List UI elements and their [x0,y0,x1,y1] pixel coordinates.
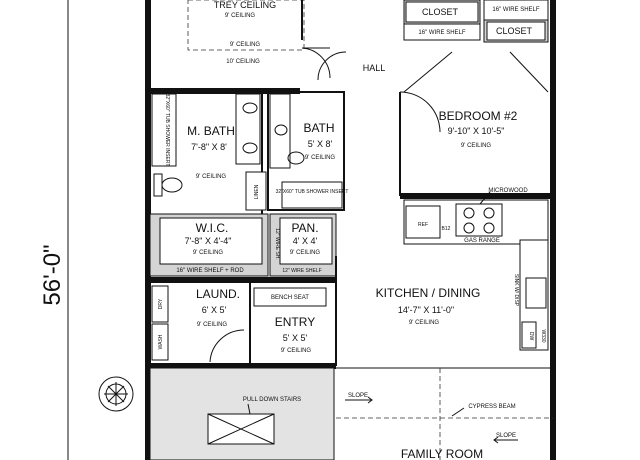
mbath-title: M. BATH [187,124,235,138]
b12-label: B12 [442,226,451,232]
bench-seat [253,287,327,307]
entry-ceiling: 9' CEILING [281,348,311,354]
closet1-title: CLOSET [422,7,459,17]
entry-title: ENTRY [275,315,315,329]
hvac-unit-icon [98,376,134,412]
pantry-size: 4' X 4' [293,236,318,246]
sink-label: SINK W/ DISP [513,274,519,307]
slope-label-2: SLOPE [496,433,516,439]
mbath-shower-label: 32"X60" TUB SHOWER INSERT [164,94,170,167]
kitchen-size: 14'-7" X 11'-0" [398,305,454,315]
mbath-ceiling: 9' CEILING [196,174,226,180]
closet2-title: CLOSET [496,26,533,36]
master-trey-title: TREY CEILING [214,0,276,10]
bath-walls [267,91,345,211]
pull-down-stairs-label: PULL DOWN STAIRS [243,397,301,403]
burner-icon [483,222,495,234]
washer-box [151,323,169,361]
sink-icon [525,277,547,309]
master-ceiling-mid: 9' CEILING [230,42,260,48]
pantry-walls [279,217,333,265]
fridge-label: REF [418,222,428,228]
gas-range-label: GAS RANGE [464,238,500,244]
wic-size: 7'-8" X 4'-4" [185,236,232,246]
dryer-label: DRY [158,298,164,309]
cypress-beam-label: CYPRESS BEAM [468,404,515,410]
kitchen-ceiling: 9' CEILING [409,320,439,326]
pantry-shelf-v: 12" WIRE SH. [274,228,280,260]
wic-walls [159,217,263,265]
closet1-shelf: 16" WIRE SHELF [418,30,465,36]
bath-tub-label: 32"X60" TUB SHOWER INSERT [276,189,349,195]
bath-ceiling: 9' CEILING [305,155,335,161]
laundry-title: LAUND. [196,287,240,301]
fridge [405,205,441,239]
bedroom2-size: 9'-10" X 10'-5" [448,126,505,136]
entry-size: 5' X 5' [283,333,308,343]
family-room-title: FAMILY ROOM [401,447,483,460]
wic-title: W.I.C. [196,221,229,235]
bath-size: 5' X 8' [308,139,333,149]
w330-label: W330 [540,329,546,342]
pantry-title: PAN. [291,221,318,235]
laundry-size: 6' X 5' [202,305,227,315]
mbath-shower [151,93,177,167]
bath-tub [281,181,343,209]
dryer-box [151,285,169,323]
mbath-toilet-icon [161,177,183,193]
washer-label: WASH [158,334,164,349]
bath-title: BATH [303,121,334,135]
dw-label: DW [528,332,534,341]
burner-icon [483,207,495,219]
slope-label-1: SLOPE [348,393,368,399]
closet2-shelf: 16" WIRE SHELF [492,7,539,13]
gas-range [455,203,503,237]
bench-seat-label: BENCH SEAT [271,295,309,301]
dishwasher [521,321,537,349]
mbath-sink-icon [242,102,258,114]
pantry-ceiling: 9' CEILING [290,250,320,256]
bath-sink-icon [274,124,288,136]
hall-title: HALL [363,63,386,73]
master-ceiling-inner: 9' CEILING [225,13,255,19]
overall-dimension-label: 56'-0" [39,244,66,305]
burner-icon [463,207,475,219]
master-door-swing [301,47,331,79]
laundry-ceiling: 9' CEILING [197,322,227,328]
linen-label: LINEN [254,184,260,199]
wic-shelf: 16" WIRE SHELF + ROD [176,268,244,274]
bath-toilet-icon [287,151,305,165]
kitchen-title: KITCHEN / DINING [376,286,481,300]
mbath-size: 7'-8" X 8' [191,142,227,152]
master-ceiling-outer: 10' CEILING [226,59,260,65]
burner-icon [463,222,475,234]
bedroom2-ceiling: 9' CEILING [461,143,491,149]
bedroom2-title: BEDROOM #2 [439,109,518,123]
trey-ceiling-outline [187,0,305,51]
wic-ceiling: 9' CEILING [193,250,223,256]
microwood-label: MICROWOOD [488,188,528,194]
mbath-sink-icon [242,142,258,154]
pantry-shelf-h: 12" WIRE SHELF [282,268,321,274]
